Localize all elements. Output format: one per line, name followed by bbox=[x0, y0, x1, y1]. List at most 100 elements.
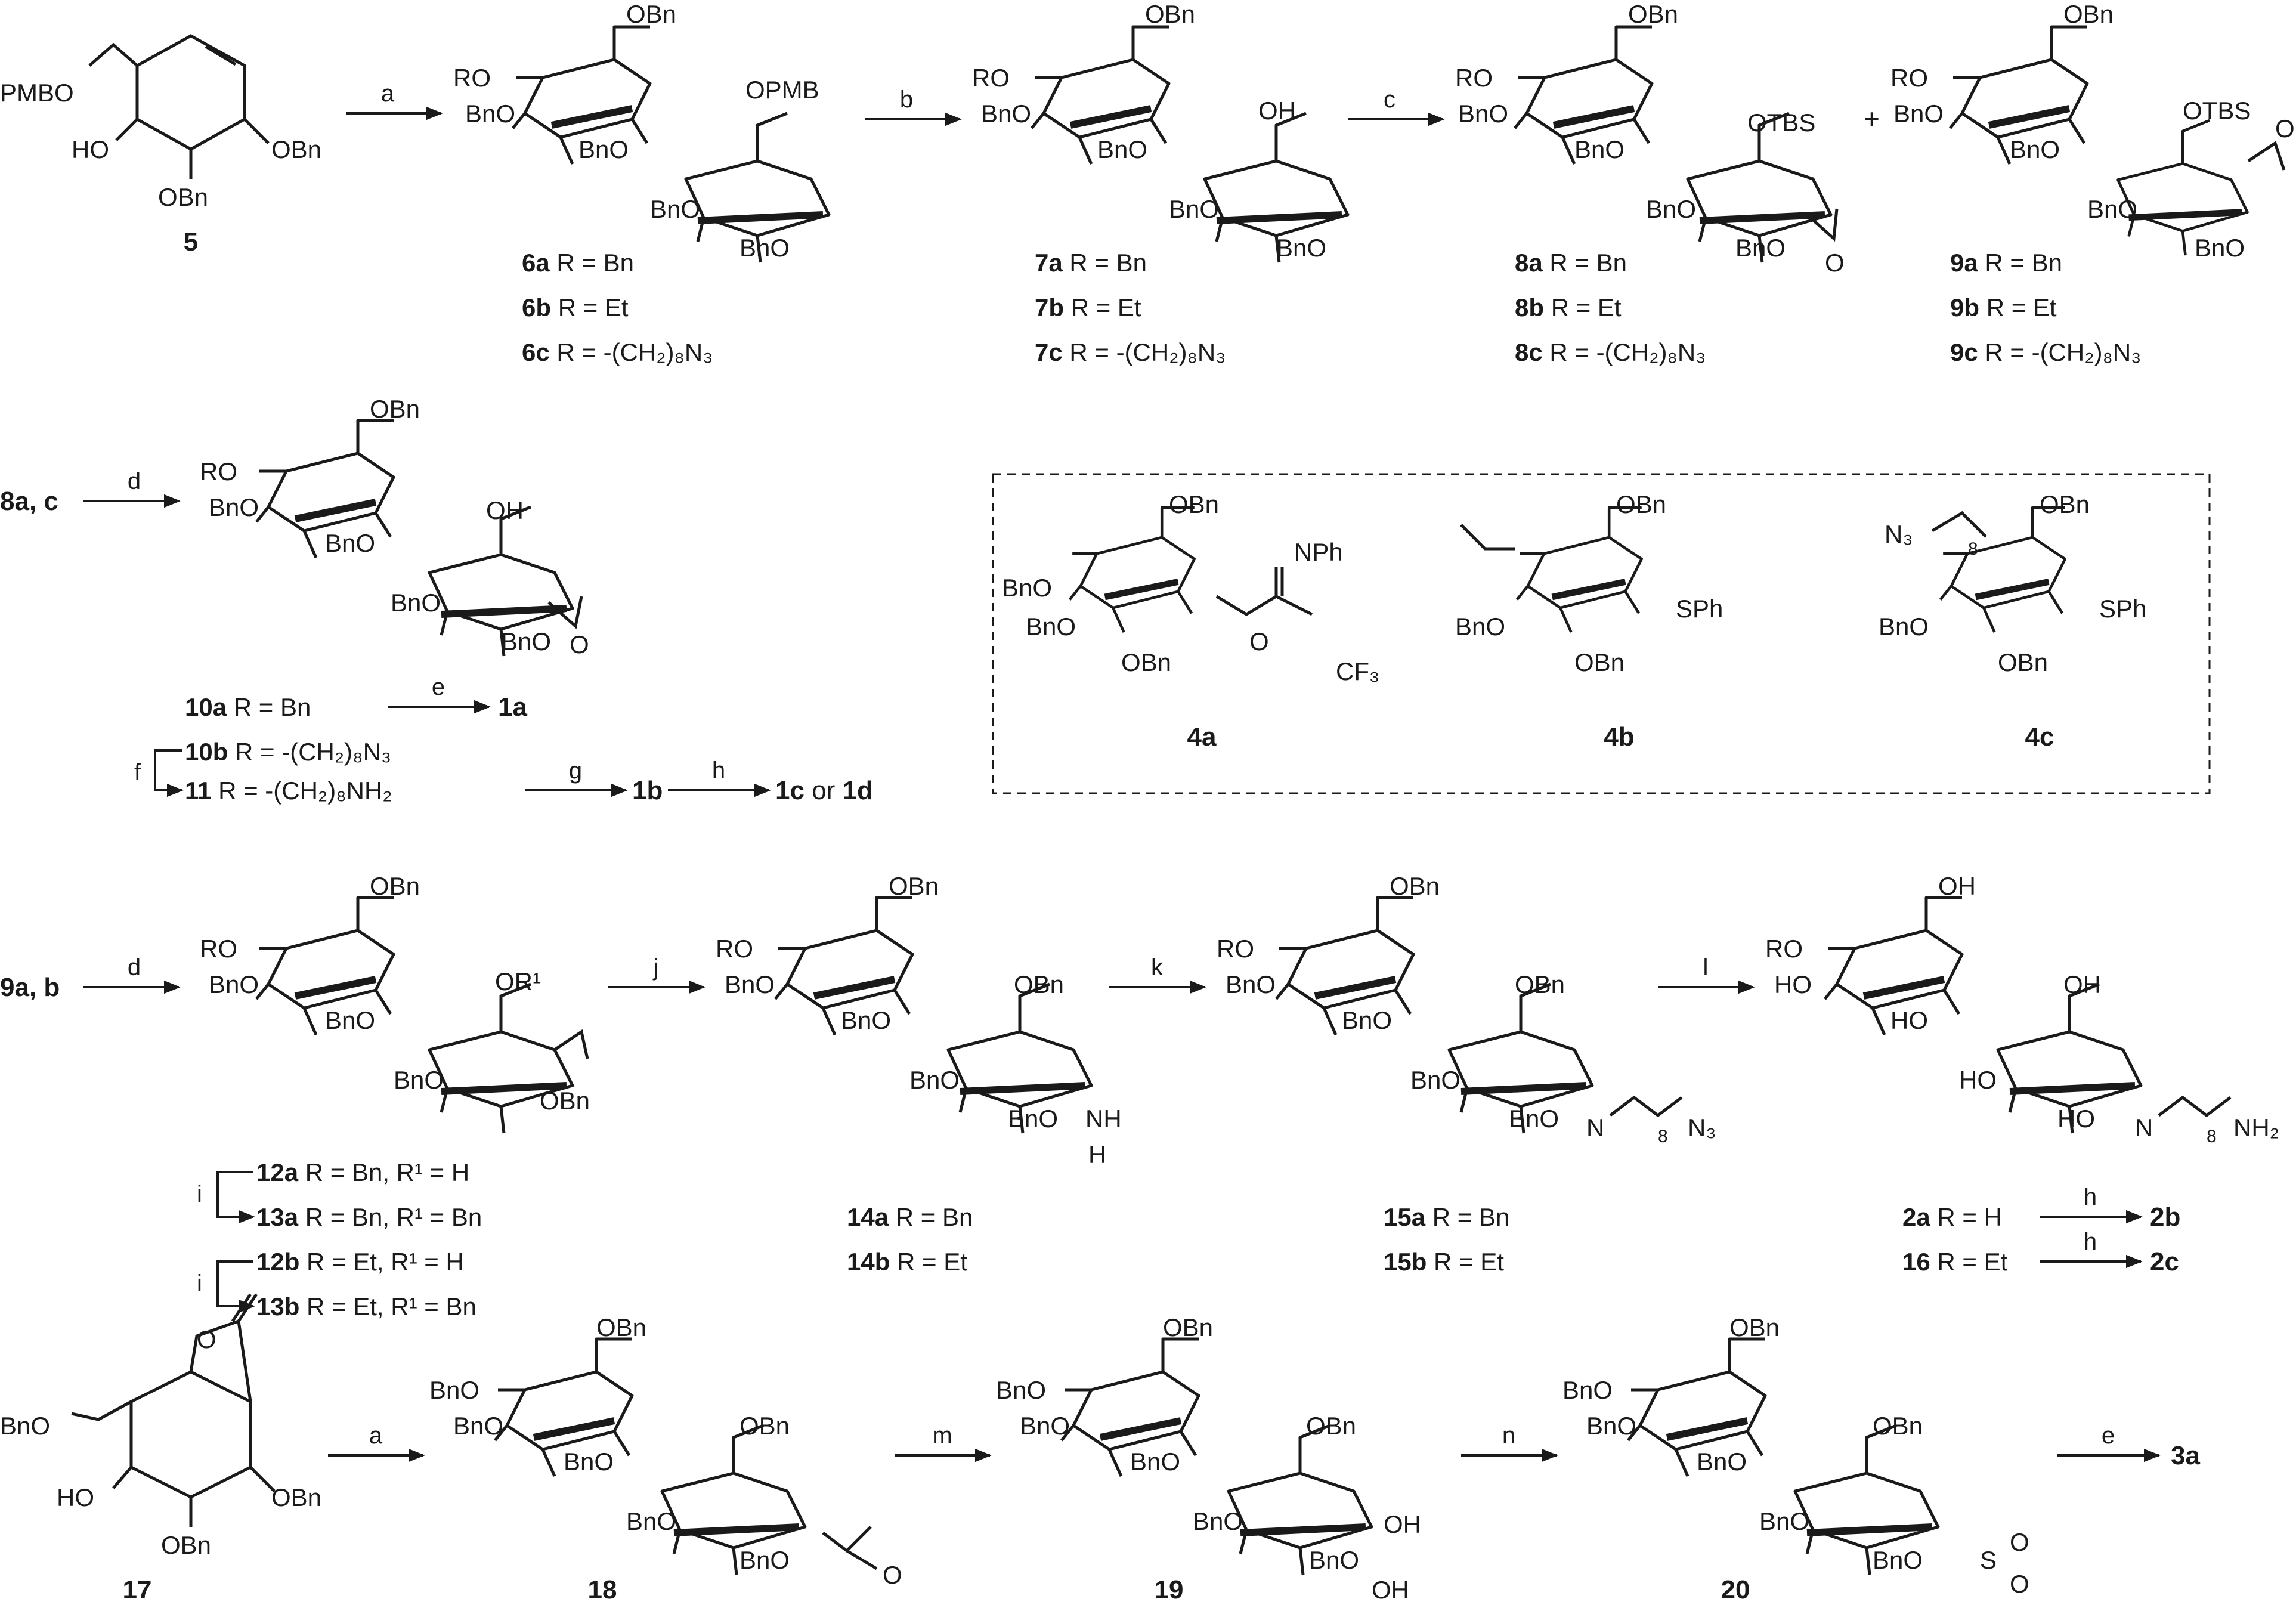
sub-bno: BnO bbox=[209, 970, 259, 998]
sub-o: O bbox=[1249, 627, 1269, 655]
sub-chain-count: 8 bbox=[1968, 539, 1978, 559]
sub-bno: BnO bbox=[1879, 613, 1929, 641]
sub-opmb: OPMB bbox=[745, 76, 819, 104]
product-label: 2c bbox=[2150, 1247, 2179, 1276]
label-line: 10b R = -(CH₂)₈N₃ bbox=[185, 738, 391, 766]
sub-obn: OBn bbox=[161, 1531, 211, 1559]
sub-bno: BnO bbox=[0, 1412, 50, 1440]
sub-o: O bbox=[197, 1325, 216, 1353]
sub-bno: BnO bbox=[650, 195, 700, 223]
sub-bno: BnO bbox=[1002, 574, 1052, 602]
sub-bno: BnO bbox=[325, 1006, 375, 1034]
label-line: 15b R = Et bbox=[1384, 1248, 1504, 1276]
sub-bno: BnO bbox=[2010, 135, 2060, 163]
compound-14: OBn RO BnO BnO OBn BnO BnO NH H 14a R = … bbox=[716, 872, 1122, 1276]
label-line: 10a R = Bn bbox=[185, 693, 311, 721]
sub-obn: OBn bbox=[1515, 970, 1565, 998]
sub-bno: BnO bbox=[981, 100, 1031, 128]
sub-ho: HO bbox=[1774, 970, 1812, 998]
compound-label: 19 bbox=[1155, 1575, 1184, 1604]
sub-obn: OBn bbox=[370, 395, 420, 423]
label-line: 12a R = Bn, R¹ = H bbox=[256, 1158, 469, 1186]
sub-ro: RO bbox=[716, 935, 753, 963]
reagent-d: d bbox=[128, 468, 141, 494]
label-line: 6b R = Et bbox=[522, 293, 629, 321]
sub-bno: BnO bbox=[2087, 195, 2137, 223]
label-line: 13a R = Bn, R¹ = Bn bbox=[256, 1203, 482, 1231]
sub-bno: BnO bbox=[1342, 1006, 1392, 1034]
sub-bno: BnO bbox=[1008, 1105, 1058, 1133]
compound-label: 4c bbox=[2025, 722, 2054, 752]
compound-label: 4a bbox=[1187, 722, 1217, 752]
sub-obn: OBn bbox=[1729, 1313, 1780, 1341]
compound-2a: OH RO HO HO OH HO HO N 8 NH₂ bbox=[1765, 872, 2279, 1146]
label-line: 8c R = -(CH₂)₈N₃ bbox=[1515, 338, 1706, 366]
reagent-a: a bbox=[381, 81, 395, 107]
start-label: 9a, b bbox=[0, 973, 60, 1002]
sub-bno: BnO bbox=[1130, 1448, 1180, 1476]
product-label: 3a bbox=[2171, 1441, 2200, 1470]
compound-12: OBn RO BnO BnO OR¹ BnO OBn bbox=[200, 872, 590, 1133]
sub-bno: BnO bbox=[996, 1376, 1046, 1404]
sub-obn: OBn bbox=[1574, 648, 1624, 676]
reagent-c: c bbox=[1384, 86, 1395, 113]
sub-chain-count: 8 bbox=[1658, 1127, 1668, 1146]
sub-bno: BnO bbox=[2195, 234, 2245, 262]
sub-obn: OBn bbox=[1616, 490, 1666, 518]
reagent-h: h bbox=[2084, 1184, 2097, 1210]
compound-15: OBn RO BnO BnO OBn BnO BnO N 8 N₃ 15a R … bbox=[1217, 872, 1716, 1276]
sub-sph: SPh bbox=[1676, 595, 1723, 623]
sub-n3: N₃ bbox=[1885, 520, 1913, 548]
bracket-arrow bbox=[216, 1260, 255, 1313]
sub-ro: RO bbox=[1765, 935, 1803, 963]
sub-h: H bbox=[1088, 1140, 1106, 1168]
sub-obn: OBn bbox=[1145, 0, 1195, 28]
label-line: 11 R = -(CH₂)₈NH₂ bbox=[185, 777, 392, 805]
reagent-a: a bbox=[369, 1423, 383, 1449]
sub-o: O bbox=[883, 1561, 902, 1589]
sub-nh: NH bbox=[1085, 1105, 1122, 1133]
sub-ro: RO bbox=[1217, 935, 1254, 963]
reagent-i: i bbox=[197, 1181, 202, 1207]
reagent-e: e bbox=[2102, 1423, 2115, 1449]
sub-obn: OBn bbox=[271, 1483, 321, 1511]
sub-n: N bbox=[2135, 1114, 2153, 1142]
sub-otbs: OTBS bbox=[1747, 109, 1815, 137]
sub-bno: BnO bbox=[1574, 135, 1624, 163]
label-line: 9a R = Bn bbox=[1950, 249, 2062, 277]
sub-ho: HO bbox=[1959, 1066, 1997, 1094]
label-line: 6c R = -(CH₂)₈N₃ bbox=[522, 338, 713, 366]
label-line: 14b R = Et bbox=[847, 1248, 967, 1276]
sub-obn: OBn bbox=[626, 0, 676, 28]
sub-bno: BnO bbox=[1759, 1507, 1809, 1535]
reagent-j: j bbox=[653, 954, 659, 981]
compound-8: OBn RO BnO BnO OTBS BnO BnO O 8a R = Bn … bbox=[1455, 0, 1845, 366]
sub-ho: HO bbox=[72, 135, 109, 163]
compound-20: OBn BnO BnO BnO OBn BnO BnO S O O 20 bbox=[1562, 1313, 2029, 1604]
compound-4b: OBn BnO SPh OBn 4b bbox=[1455, 490, 1723, 752]
sub-nh2: NH₂ bbox=[2233, 1114, 2279, 1142]
sub-bno: BnO bbox=[725, 970, 775, 998]
sub-bno: BnO bbox=[1893, 100, 1944, 128]
sub-bno: BnO bbox=[1873, 1546, 1923, 1574]
sub-oh: OH bbox=[486, 496, 524, 524]
label-line: 6a R = Bn bbox=[522, 249, 634, 277]
sub-obn: OBn bbox=[1390, 872, 1440, 900]
label-line: 15a R = Bn bbox=[1384, 1203, 1509, 1231]
sub-bno: BnO bbox=[739, 234, 790, 262]
compound-7: OBn RO BnO BnO OH BnO BnO 7a R = Bn 7b R… bbox=[972, 0, 1348, 366]
sub-bno: BnO bbox=[429, 1376, 479, 1404]
label-line: 12b R = Et, R¹ = H bbox=[256, 1248, 464, 1276]
compound-label: 20 bbox=[1721, 1575, 1750, 1604]
sub-bno: BnO bbox=[1097, 135, 1147, 163]
sub-bno: BnO bbox=[1697, 1448, 1747, 1476]
reagent-f: f bbox=[134, 759, 141, 786]
sub-ro: RO bbox=[1890, 64, 1928, 92]
label-line: 7a R = Bn bbox=[1035, 249, 1147, 277]
sub-epoxide-o: O bbox=[570, 630, 589, 658]
sub-obn: OBn bbox=[370, 872, 420, 900]
compound-9: OBn RO BnO BnO OTBS BnO BnO O 9a R = Bn … bbox=[1890, 0, 2295, 366]
sub-n: N bbox=[1586, 1114, 1604, 1142]
sub-obn: OBn bbox=[1873, 1412, 1923, 1440]
